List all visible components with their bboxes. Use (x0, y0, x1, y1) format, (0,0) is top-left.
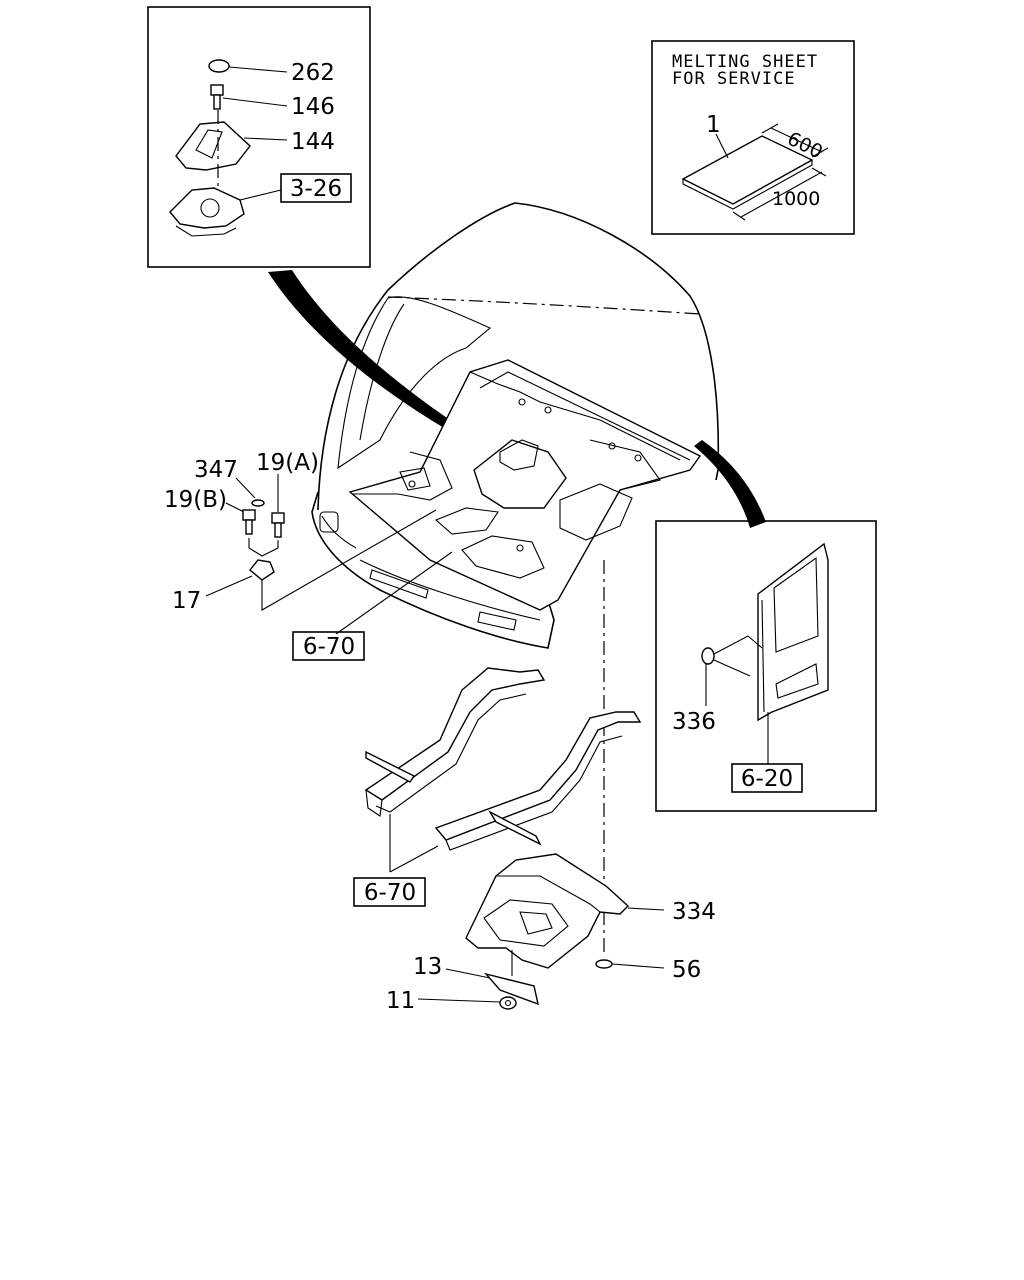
label-262: 262 (291, 60, 335, 86)
label-336: 336 (672, 709, 716, 735)
ref-3-26[interactable]: 3-26 (290, 176, 342, 202)
cap-262-shape (208, 59, 230, 73)
label-144: 144 (291, 129, 335, 155)
inset-pointer-door (694, 440, 766, 528)
ref-6-20[interactable]: 6-20 (741, 766, 793, 792)
shifter-inset: 262 146 144 3-26 (147, 6, 371, 268)
label-19b: 19(B) (164, 487, 227, 513)
frame-rail-left (364, 667, 546, 801)
bracket-13-shape (484, 972, 539, 1006)
melting-sheet-title-1: MELTING SHEET (672, 52, 818, 72)
cab-outline (317, 202, 720, 511)
label-11: 11 (386, 988, 415, 1014)
nut-11-shape (499, 996, 517, 1010)
frame-rail-right (434, 711, 642, 841)
front-fasteners: 347 19(A) 19(B) 17 6-70 (164, 450, 453, 661)
door-inset-frame (655, 520, 877, 812)
label-13: 13 (413, 954, 442, 980)
label-17: 17 (172, 588, 201, 614)
cab-body (311, 202, 720, 649)
ref-6-70-floor[interactable]: 6-70 (303, 634, 355, 660)
melting-sheet-frame (651, 40, 855, 235)
melting-sheet-title-2: FOR SERVICE (672, 69, 796, 89)
ref-box-3-26[interactable] (280, 173, 352, 203)
plug-336-shape (701, 647, 715, 665)
bolt-56-shape (595, 959, 613, 969)
label-19a: 19(A) (256, 450, 319, 476)
shifter-inset-frame (147, 6, 371, 268)
label-347: 347 (194, 457, 238, 483)
ref-box-6-70-floor[interactable] (292, 631, 365, 661)
bracket-144-shape (175, 121, 251, 171)
inset-pointer-shifter (268, 270, 490, 452)
ref-box-6-70-frame[interactable] (353, 877, 426, 907)
ref-6-70-frame[interactable]: 6-70 (364, 880, 416, 906)
melting-sheet-inset: MELTING SHEET FOR SERVICE 1 600 1000 (651, 40, 855, 235)
dim-1000: 1000 (772, 188, 820, 210)
crossmember-assy: 334 56 13 11 (386, 853, 716, 1014)
crossmember-334-shape (465, 853, 630, 969)
ref-box-6-20[interactable] (731, 763, 803, 793)
label-146: 146 (291, 94, 335, 120)
label-1: 1 (706, 112, 721, 138)
frame-members: 6-70 (353, 667, 642, 907)
clip-17-shape (249, 559, 275, 581)
label-56: 56 (672, 957, 701, 983)
label-334: 334 (672, 899, 716, 925)
door-inset: 336 6-20 (655, 520, 877, 812)
bumper-outline (311, 491, 555, 649)
door-panel-shape (757, 542, 829, 722)
shifter-base-shape (169, 187, 245, 229)
